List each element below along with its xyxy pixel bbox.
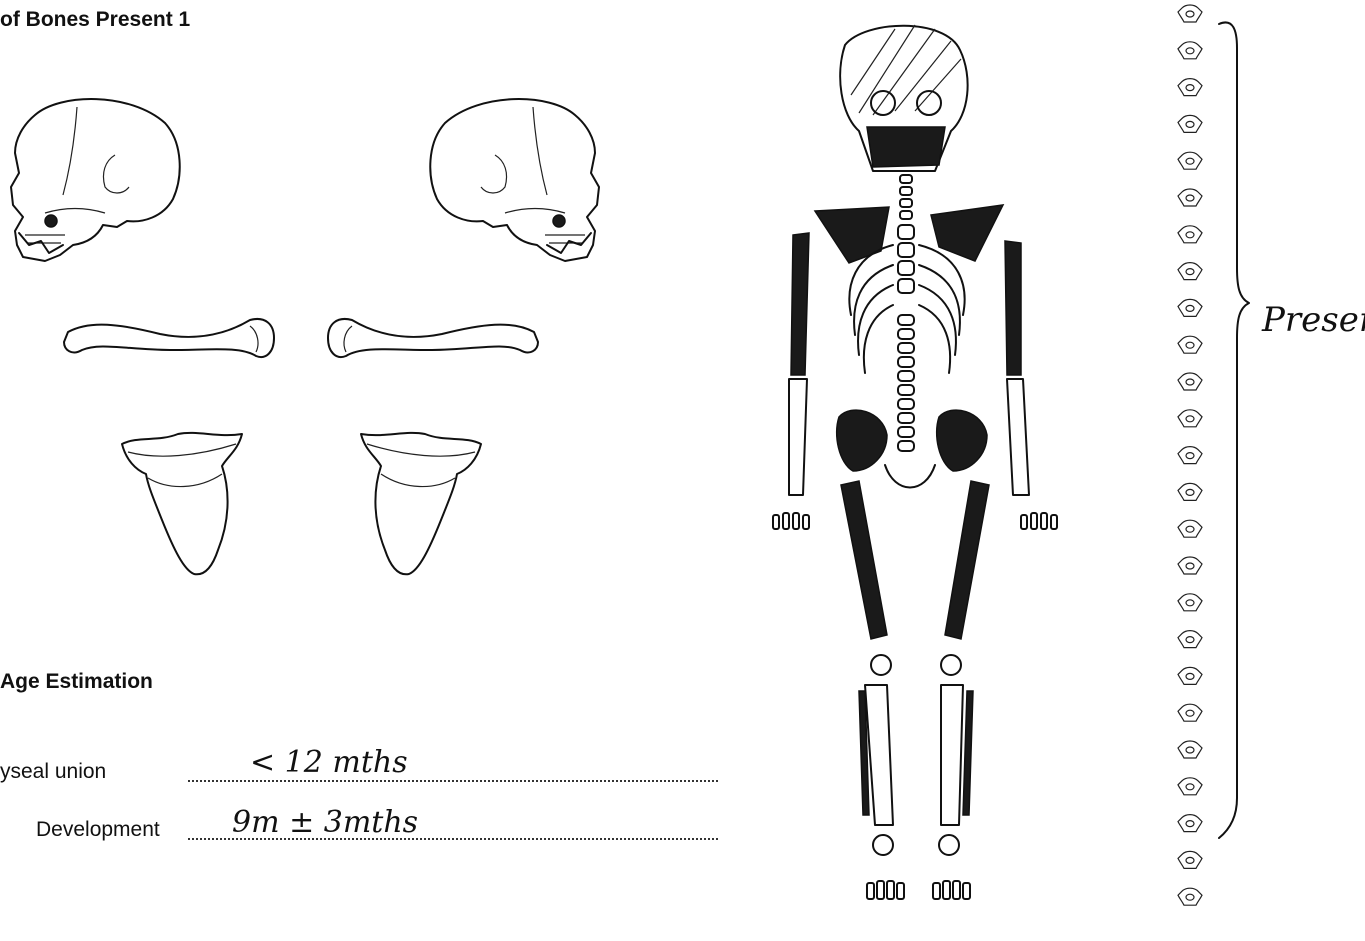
vertebra-icon bbox=[1178, 152, 1202, 169]
vertebra-icon bbox=[1178, 263, 1202, 280]
right-scapula-diagram bbox=[355, 430, 485, 580]
vertebra-icon bbox=[1178, 704, 1202, 721]
vertebra-icon bbox=[1178, 189, 1202, 206]
vertebra-icon bbox=[1178, 5, 1202, 22]
vertebra-icon bbox=[1178, 851, 1202, 868]
vertebra-icon bbox=[1178, 815, 1202, 832]
left-clavicle-diagram bbox=[60, 310, 280, 370]
field-value-epiphyseal-union: < 12 mths bbox=[250, 745, 408, 780]
field-value-dental-development: 9m ± 3mths bbox=[232, 805, 418, 840]
vertebra-icon bbox=[1178, 483, 1202, 500]
section-title-age-estimation: Age Estimation bbox=[0, 670, 153, 694]
vertebra-icon bbox=[1178, 336, 1202, 353]
vertebra-icon bbox=[1178, 631, 1202, 648]
present-annotation: Present bbox=[1262, 300, 1365, 340]
vertebra-icon bbox=[1178, 299, 1202, 316]
vertebra-icon bbox=[1178, 42, 1202, 59]
vertebra-icon bbox=[1178, 778, 1202, 795]
curly-brace bbox=[1215, 18, 1255, 843]
vertebra-icon bbox=[1178, 115, 1202, 132]
vertebra-icon bbox=[1178, 226, 1202, 243]
vertebra-icon bbox=[1178, 373, 1202, 390]
vertebra-icon bbox=[1178, 594, 1202, 611]
right-skull-diagram bbox=[425, 95, 605, 270]
vertebra-icon bbox=[1178, 447, 1202, 464]
vertebrae-column bbox=[1170, 0, 1210, 941]
left-scapula-diagram bbox=[118, 430, 248, 580]
vertebra-icon bbox=[1178, 888, 1202, 905]
field-label-epiphyseal-union: yseal union bbox=[0, 760, 106, 784]
field-label-dental-development: Development bbox=[36, 818, 160, 842]
skeleton-diagram bbox=[755, 15, 1085, 940]
field-line-epiphyseal-union bbox=[188, 780, 718, 782]
vertebra-icon bbox=[1178, 79, 1202, 96]
right-clavicle-diagram bbox=[322, 310, 542, 370]
left-skull-diagram bbox=[5, 95, 185, 270]
vertebra-icon bbox=[1178, 667, 1202, 684]
vertebra-icon bbox=[1178, 520, 1202, 537]
vertebra-icon bbox=[1178, 741, 1202, 758]
section-title-bones-present: of Bones Present 1 bbox=[0, 8, 190, 32]
vertebra-icon bbox=[1178, 557, 1202, 574]
vertebra-icon bbox=[1178, 410, 1202, 427]
